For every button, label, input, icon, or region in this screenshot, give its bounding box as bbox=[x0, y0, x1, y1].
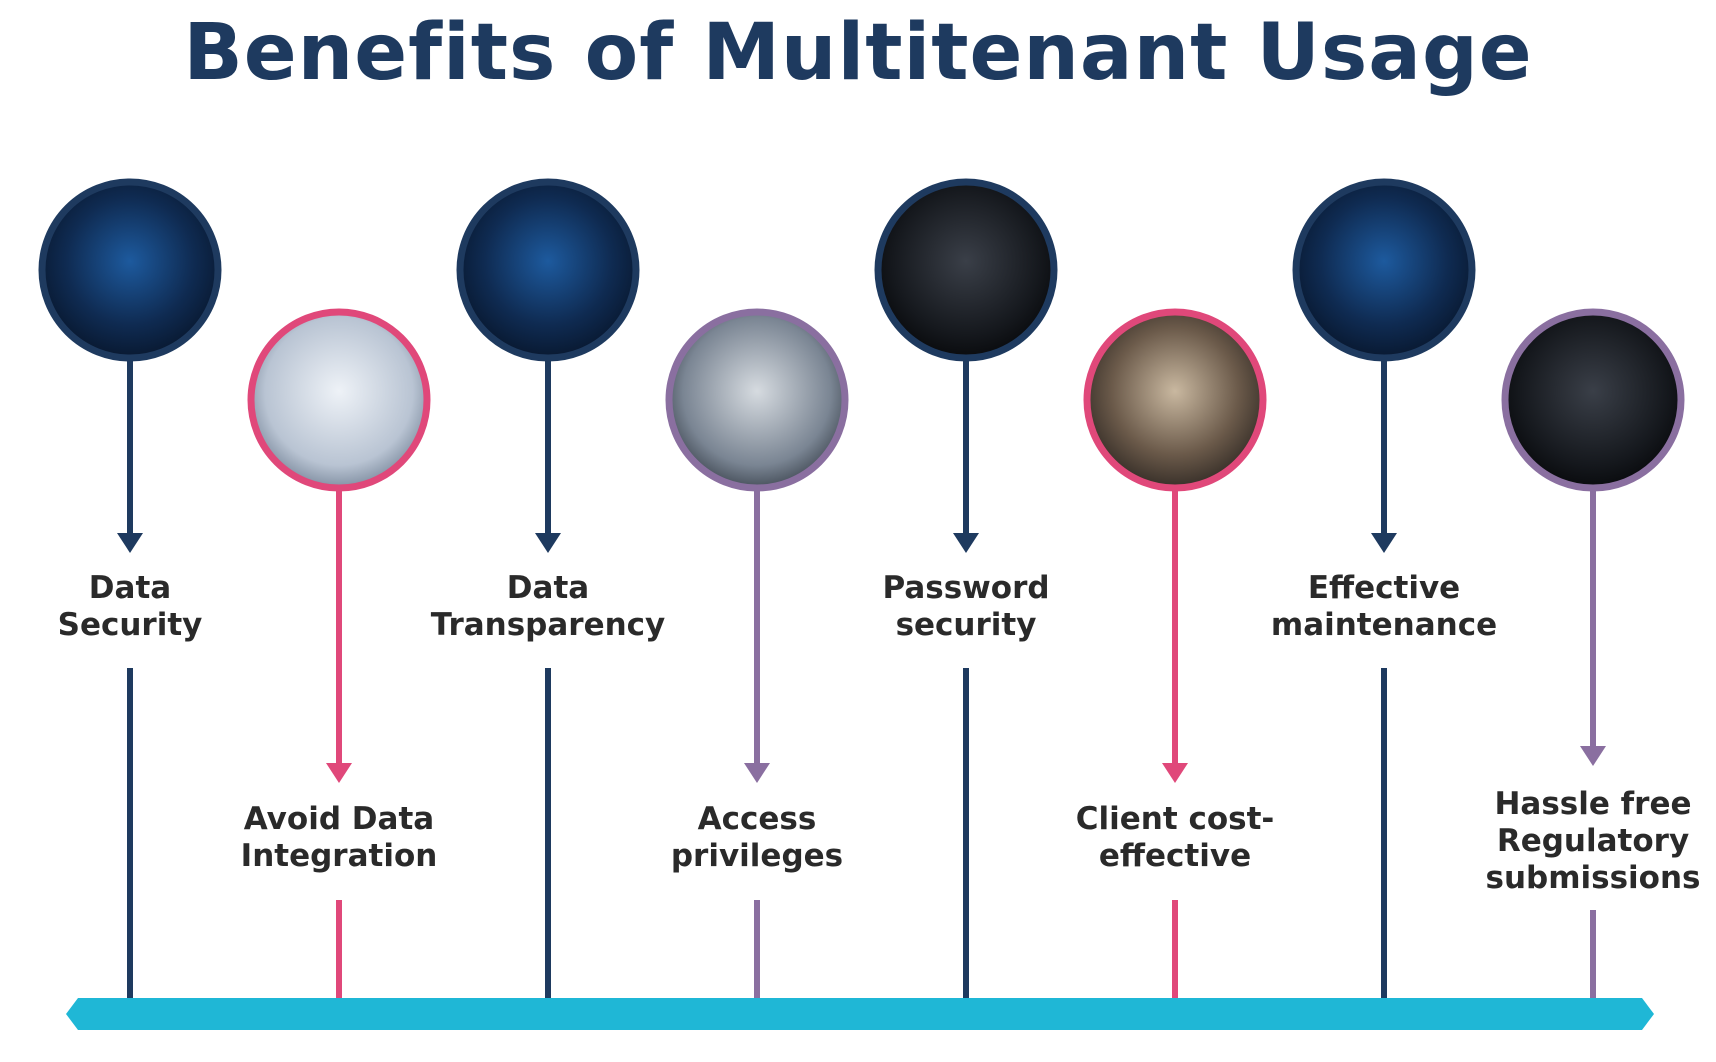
timeline-bar bbox=[66, 998, 1654, 1030]
benefit-label-line: Hassle free bbox=[1494, 786, 1692, 822]
benefit-circle bbox=[456, 178, 640, 362]
benefit-circle bbox=[1501, 308, 1685, 492]
benefit-label-line: Password bbox=[882, 570, 1050, 606]
benefit-label-line: Regulatory bbox=[1496, 823, 1690, 859]
arrow-head bbox=[326, 763, 352, 783]
benefit-label-line: privileges bbox=[670, 838, 844, 874]
benefit-circle bbox=[874, 178, 1058, 362]
arrow-head bbox=[1580, 746, 1606, 766]
benefit-circle bbox=[247, 308, 431, 492]
benefit-label-line: Integration bbox=[240, 838, 438, 874]
benefit-label-line: Access bbox=[697, 801, 817, 837]
benefit-label-line: effective bbox=[1098, 838, 1252, 874]
benefit-circle bbox=[38, 178, 222, 362]
arrow-head bbox=[535, 533, 561, 553]
benefit-label-line: maintenance bbox=[1270, 607, 1498, 643]
arrow-head bbox=[117, 533, 143, 553]
arrow-head bbox=[1162, 763, 1188, 783]
benefit-label-line: Effective bbox=[1307, 570, 1461, 606]
benefit-circle bbox=[1083, 308, 1267, 492]
benefit-label-line: submissions bbox=[1485, 860, 1701, 896]
benefit-circle bbox=[1292, 178, 1476, 362]
benefit-label-line: Transparency bbox=[430, 607, 666, 643]
benefit-label-line: security bbox=[895, 607, 1037, 643]
benefit-circle bbox=[665, 308, 849, 492]
benefit-label-line: Data bbox=[88, 570, 172, 606]
benefit-label-line: Client cost- bbox=[1075, 801, 1275, 837]
page-title: Benefits of Multitenant Usage bbox=[183, 8, 1533, 98]
arrow-head bbox=[953, 533, 979, 553]
benefit-label-line: Avoid Data bbox=[243, 801, 435, 837]
benefit-label: Client cost-effective bbox=[1045, 801, 1305, 875]
arrow-head bbox=[744, 763, 770, 783]
benefit-label-line: Security bbox=[57, 607, 203, 643]
arrow-head bbox=[1371, 533, 1397, 553]
benefit-label-line: Data bbox=[506, 570, 590, 606]
